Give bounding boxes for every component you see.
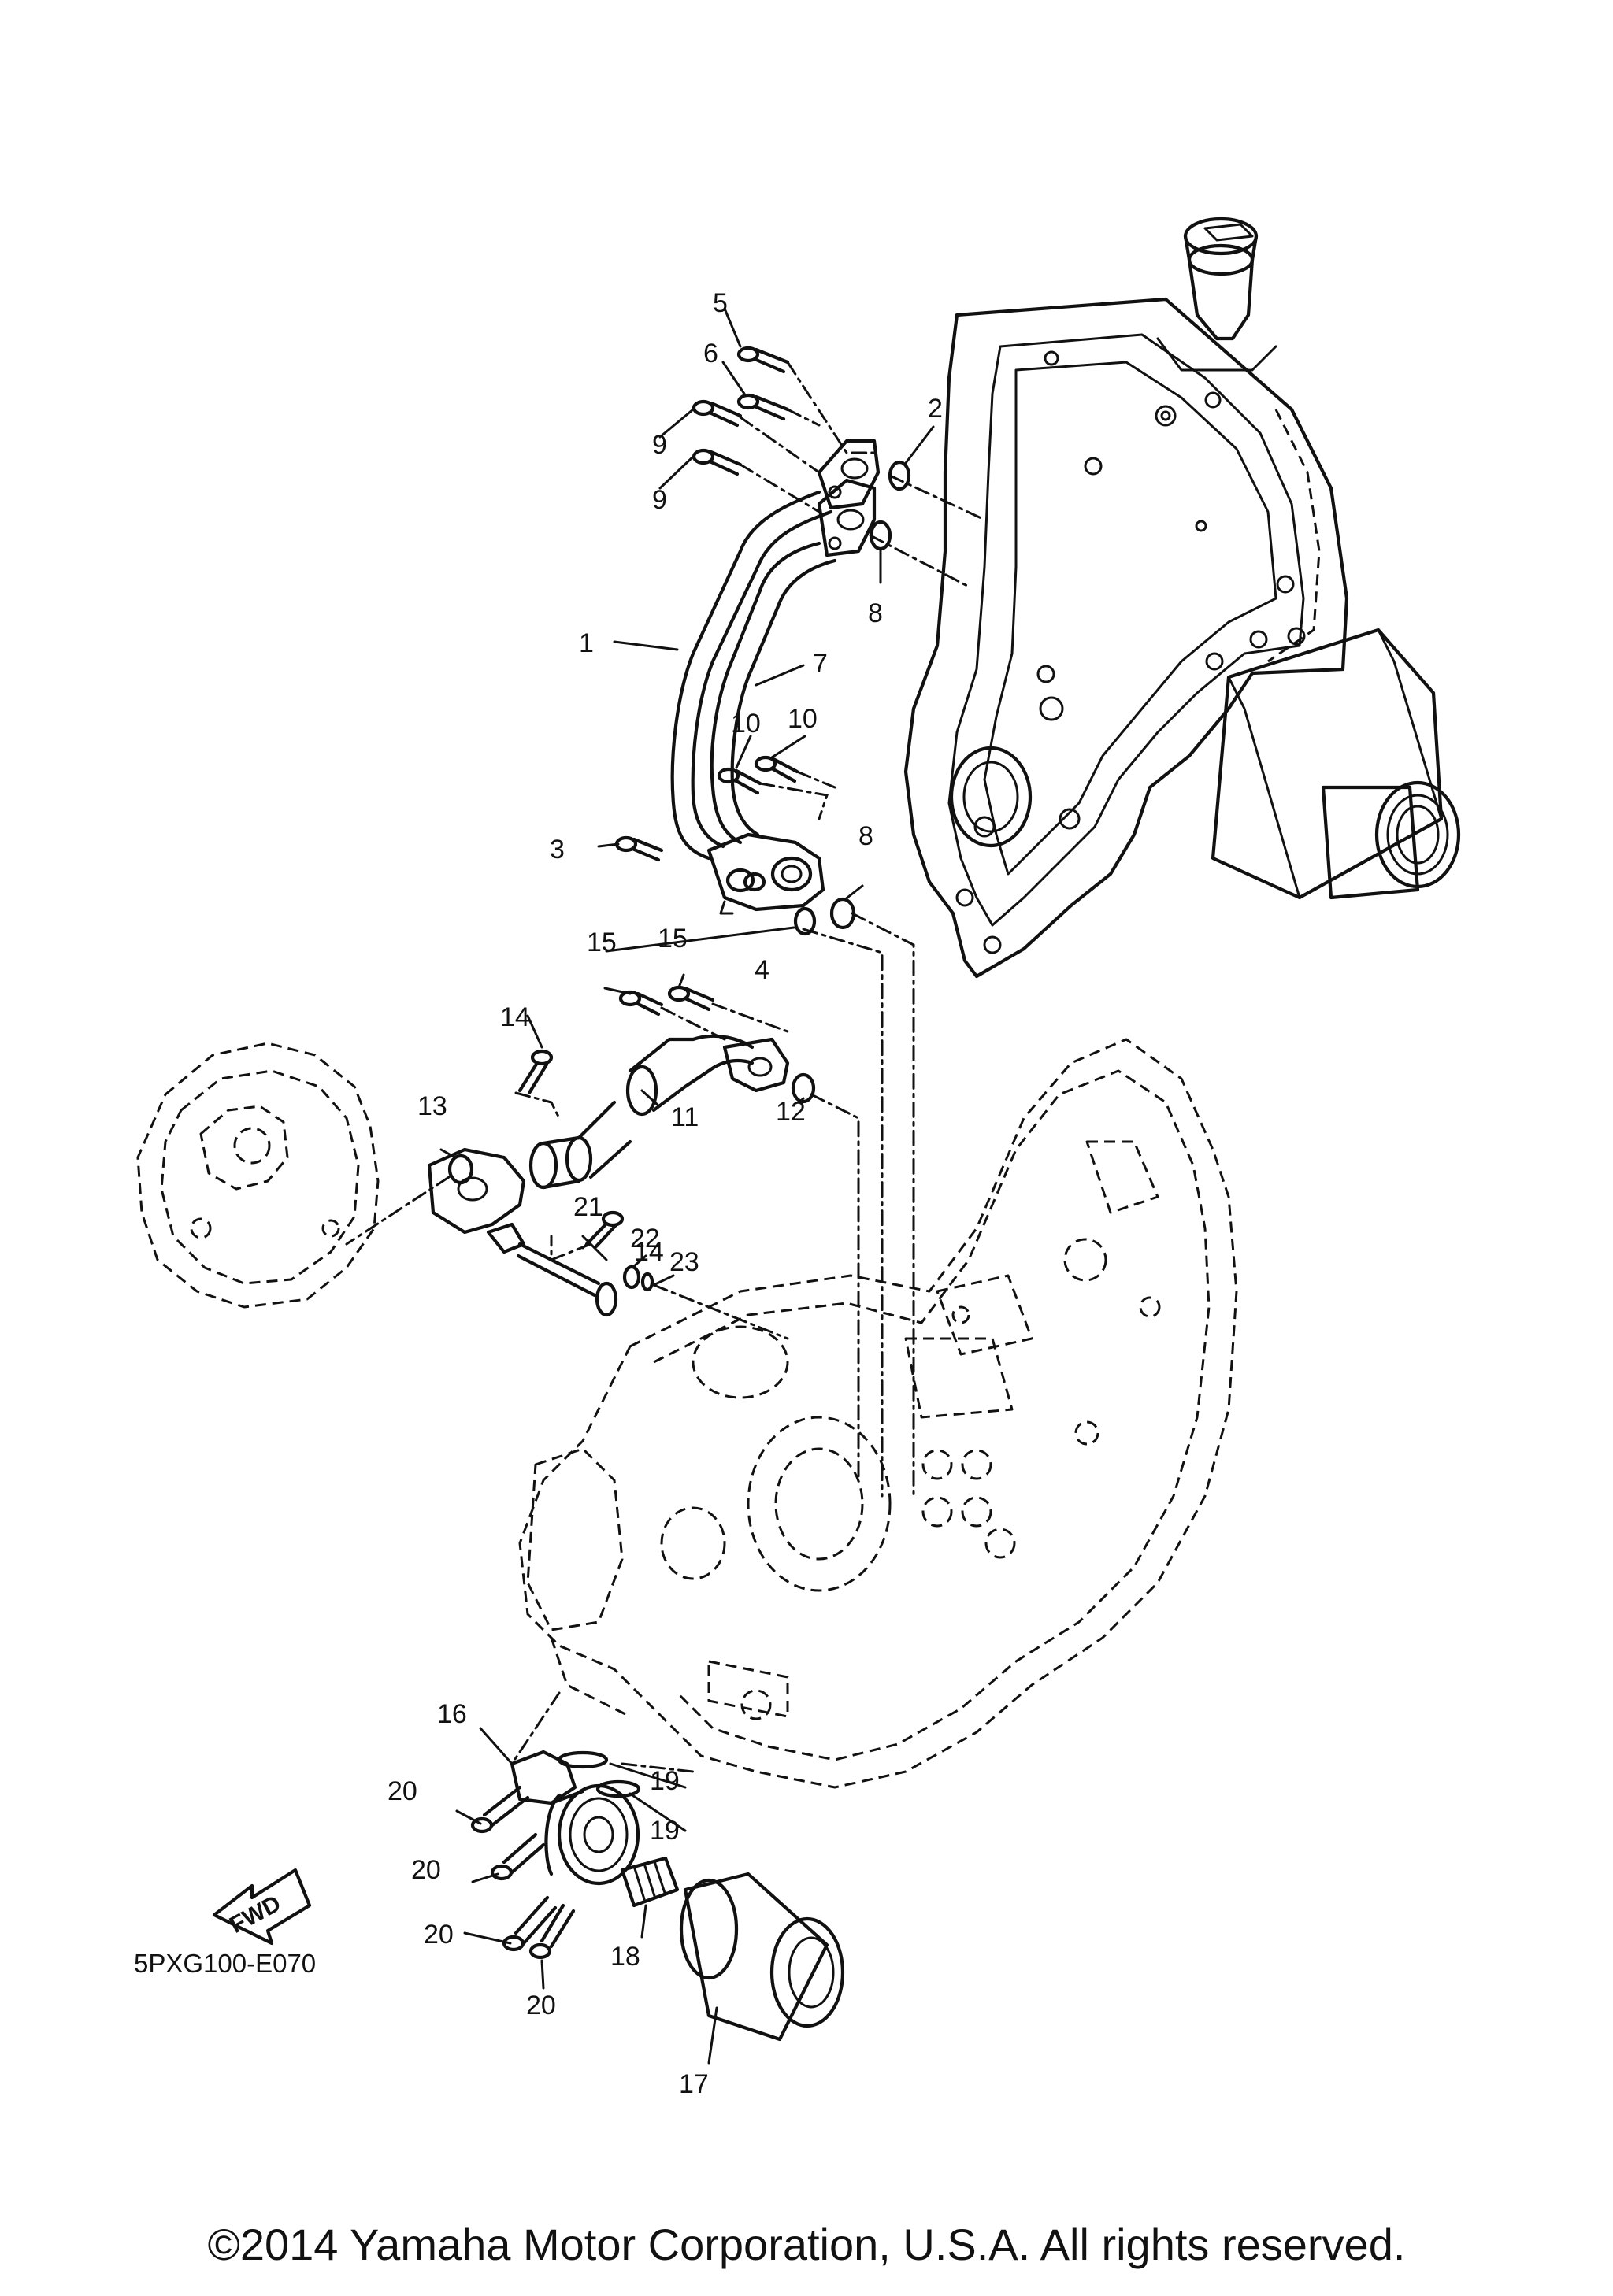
callout-10a: 10	[731, 709, 761, 739]
callout-23: 23	[669, 1247, 699, 1277]
callout-18: 18	[610, 1942, 640, 1972]
callout-17: 17	[679, 2069, 709, 2099]
diagram-code-label: 5PXG100-E070	[134, 1949, 317, 1978]
callout-13: 13	[417, 1091, 447, 1121]
callout-20d: 20	[526, 1990, 556, 2020]
callout-10b: 10	[788, 704, 818, 734]
callout-11: 11	[671, 1102, 699, 1132]
forward-direction-marker: FWD	[212, 1868, 312, 1946]
callout-3: 3	[550, 835, 565, 865]
callout-4: 4	[755, 955, 769, 985]
callout-19a: 19	[650, 1766, 680, 1796]
callout-20a: 20	[387, 1776, 417, 1806]
crankcase-lower	[518, 1038, 1238, 1789]
callout-9a: 9	[652, 430, 667, 460]
oil-delivery-pipes	[670, 439, 881, 915]
oil-pressure-sensor-21	[486, 1222, 654, 1317]
callout-22: 22	[630, 1224, 660, 1254]
callout-5: 5	[713, 288, 728, 318]
callout-8b: 8	[858, 821, 873, 851]
callout-12: 12	[776, 1097, 806, 1127]
copyright-notice: ©2014 Yamaha Motor Corporation, U.S.A. A…	[207, 2220, 1406, 2269]
oil-filter-assembly	[470, 1750, 845, 2042]
assembly-lines	[345, 361, 986, 1773]
callout-21: 21	[573, 1192, 603, 1222]
oil-pipe-11	[427, 1034, 790, 1235]
callout-20c: 20	[424, 1920, 454, 1950]
callout-14b: 14	[634, 1237, 664, 1267]
callout-15b: 15	[658, 924, 688, 954]
callout-1: 1	[579, 628, 594, 658]
generator-cover-left	[136, 1042, 380, 1309]
crankcase-cover-upper	[903, 217, 1461, 979]
callout-9b: 9	[652, 485, 667, 515]
callout-19b: 19	[650, 1816, 680, 1846]
callout-2: 2	[928, 394, 943, 424]
callout-14a: 14	[500, 1002, 530, 1032]
callout-16: 16	[437, 1699, 467, 1729]
callout-6: 6	[703, 339, 718, 368]
callout-15a: 15	[587, 928, 617, 957]
callout-20b: 20	[411, 1855, 441, 1885]
callout-leaders	[439, 307, 935, 2065]
callout-7: 7	[813, 649, 828, 679]
callout-8a: 8	[868, 598, 883, 628]
